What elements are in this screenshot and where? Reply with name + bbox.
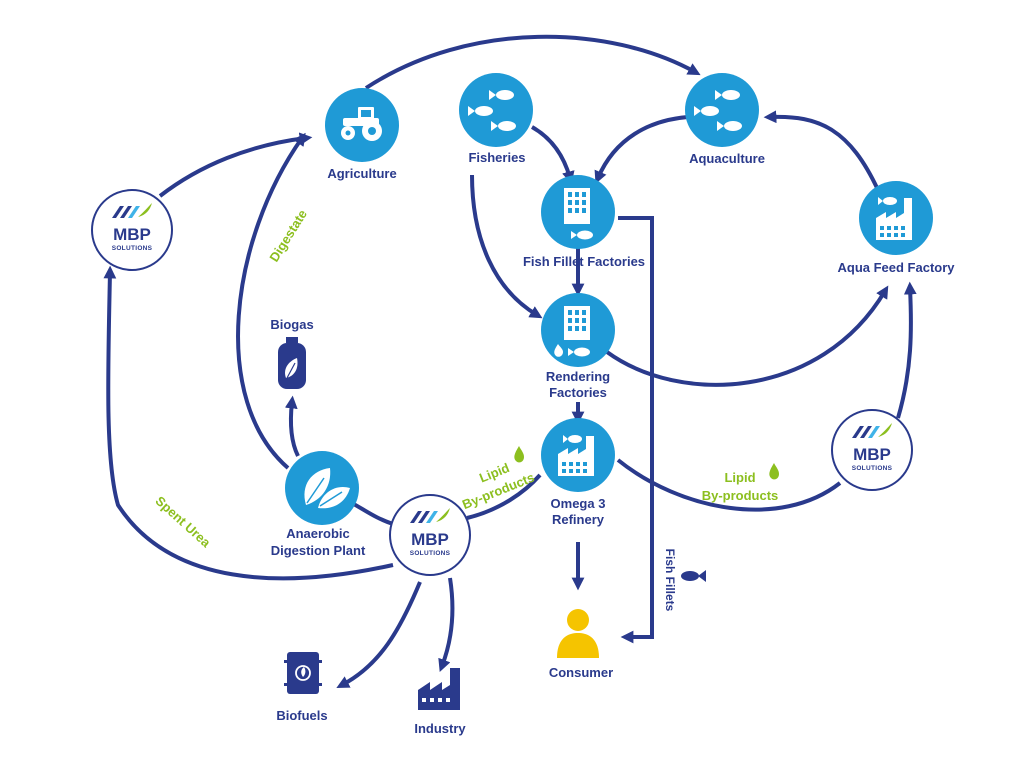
fish-school-icon: [468, 90, 516, 131]
factory-fish-icon: [876, 197, 912, 240]
aquaculture-label: Aquaculture: [689, 151, 765, 166]
biofuels-label: Biofuels: [276, 708, 327, 723]
node-omega-3-refinery: Omega 3 Refinery: [541, 418, 615, 527]
arrow-mbp-center-to-anaerobic: [349, 500, 394, 526]
mbp-logo-center-main: MBP: [411, 530, 449, 549]
omega-label-line1: Omega 3: [551, 496, 606, 511]
industry-label: Industry: [414, 721, 466, 736]
arrow-agriculture-to-aquaculture: [364, 34, 701, 90]
arrow-rendering-to-aquafeed: [605, 285, 889, 387]
arrow-anaerobic-to-biogas: [284, 395, 300, 457]
lipid-byproducts-center: Lipid By-products: [460, 446, 537, 512]
anaerobic-label-line1: Anaerobic: [286, 526, 350, 541]
factory-fish-icon: [558, 435, 594, 476]
mbp-logo-right-main: MBP: [853, 445, 891, 464]
node-biofuels: Biofuels: [276, 652, 328, 723]
anaerobic-label-line2: Digestion Plant: [271, 543, 366, 558]
spent-urea-label: Spent Urea: [152, 493, 214, 551]
oil-drop-icon: [514, 446, 524, 463]
fish-fillets-label: Fish Fillets: [663, 549, 677, 612]
arrow-fisheries-to-rendering: [470, 174, 543, 319]
lipid-label-right: Lipid: [724, 470, 755, 485]
mbp-logo-center: MBP SOLUTIONS: [389, 494, 471, 576]
mbp-logo-center-sub: SOLUTIONS: [410, 550, 451, 557]
arrow-mbp-right-to-aquafeed: [896, 281, 917, 419]
by-products-label-right: By-products: [702, 488, 779, 503]
fisheries-label: Fisheries: [468, 150, 525, 165]
arrow-anaerobic-to-agriculture: [236, 132, 306, 470]
biogas-label: Biogas: [270, 317, 313, 332]
industry-icon: [418, 668, 460, 710]
node-anaerobic-digestion-plant: Anaerobic Digestion Plant: [271, 451, 366, 558]
arrow-mbp-center-to-mbp-left: [103, 265, 394, 581]
person-icon: [557, 609, 599, 658]
node-aqua-feed-factory: Aqua Feed Factory: [837, 181, 955, 275]
arrow-omega-to-mbp-right: [616, 458, 842, 512]
arrow-mbp-center-to-omega: [466, 473, 542, 520]
mbp-logo-left-main: MBP: [113, 225, 151, 244]
arrow-mbp-center-to-industry: [438, 577, 455, 672]
arrow-mbp-left-to-agriculture: [158, 132, 313, 198]
arrow-mbp-center-to-biofuels: [336, 581, 422, 688]
fish-icon: [681, 570, 706, 582]
fuel-barrel-icon: [284, 652, 322, 694]
node-fisheries: Fisheries: [459, 73, 533, 165]
gas-cylinder-icon: [278, 337, 306, 389]
node-fish-fillet-factories: Fish Fillet Factories: [523, 175, 645, 269]
mbp-swoosh-icon: [410, 508, 450, 523]
mbp-logo-left-sub: SOLUTIONS: [112, 245, 153, 252]
omega-label-line2: Refinery: [552, 512, 605, 527]
fish-fillet-factories-label: Fish Fillet Factories: [523, 254, 645, 269]
rendering-label-line1: Rendering: [546, 369, 610, 384]
consumer-label: Consumer: [549, 665, 613, 680]
arrow-aquafeed-to-aquaculture: [763, 110, 880, 191]
lipid-byproducts-right: Lipid By-products: [702, 463, 779, 503]
mbp-logo-left: MBP SOLUTIONS: [91, 189, 173, 271]
node-rendering-factories: Rendering Factories: [541, 293, 615, 400]
tractor-icon: [341, 107, 382, 141]
digestate-label: Digestate: [266, 207, 310, 265]
mbp-swoosh-icon: [852, 423, 892, 438]
oil-drop-icon: [769, 463, 779, 480]
fish-fillets-flow: Fish Fillets: [663, 549, 706, 612]
node-industry: Industry: [414, 668, 466, 736]
leaves-icon: [304, 468, 350, 509]
mbp-logo-right-sub: SOLUTIONS: [852, 465, 893, 472]
factory-building-fish-icon: [564, 188, 593, 240]
node-biogas: Biogas: [270, 317, 314, 389]
arrow-fish-fillets-to-consumer: [618, 216, 654, 644]
arrow-aquaculture-to-fillet: [594, 115, 689, 184]
factory-building-drop-icon: [554, 306, 590, 357]
node-agriculture: Agriculture: [325, 88, 399, 181]
mbp-logo-right: MBP SOLUTIONS: [831, 409, 913, 491]
node-consumer: Consumer: [549, 609, 613, 680]
node-aquaculture: Aquaculture: [685, 73, 765, 166]
aqua-feed-factory-label: Aqua Feed Factory: [837, 260, 955, 275]
rendering-label-line2: Factories: [549, 385, 607, 400]
agriculture-label: Agriculture: [327, 166, 396, 181]
arrow-fisheries-to-fillet: [530, 125, 575, 185]
fish-school-icon: [694, 90, 742, 131]
mbp-swoosh-icon: [112, 203, 152, 218]
